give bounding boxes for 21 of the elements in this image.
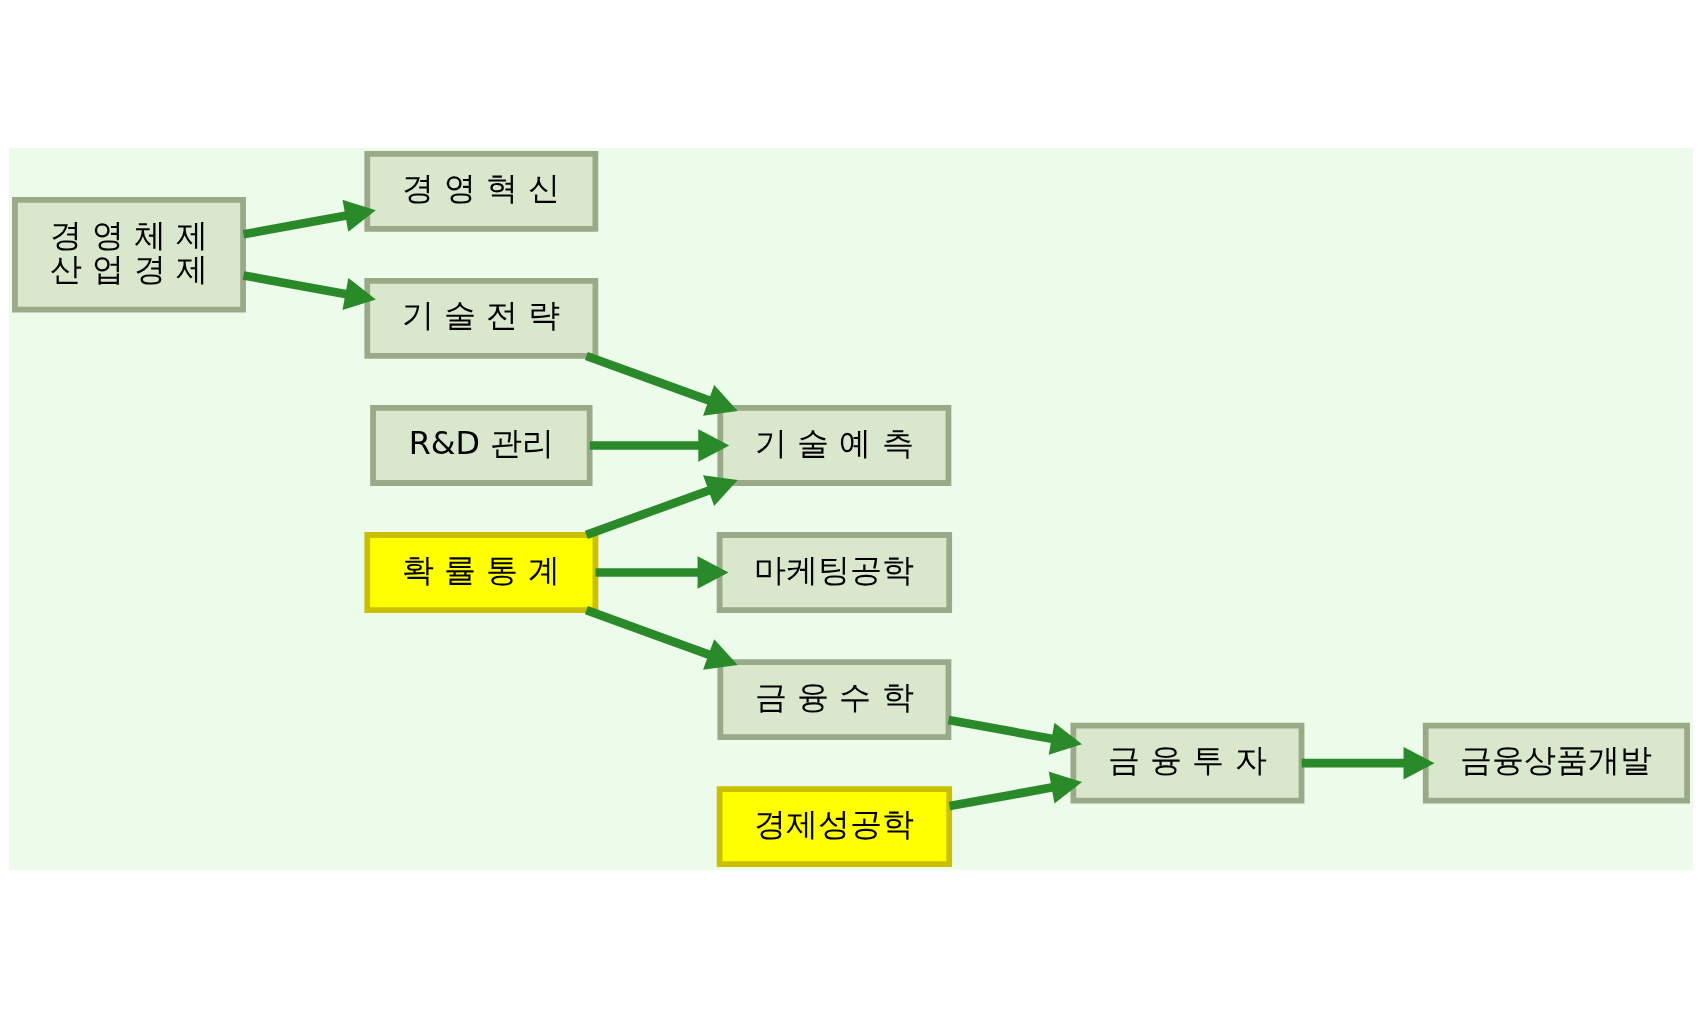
arrow (242, 199, 376, 239)
node-box: 금융상품개발 (1422, 722, 1690, 804)
node-box: R&D 관리 (370, 404, 593, 486)
node-box: 금 융 투 자 (1070, 722, 1305, 804)
node-box: 기 술 예 측 (717, 404, 952, 486)
arrow (595, 555, 729, 589)
arrow (1301, 746, 1435, 779)
arrow (242, 270, 376, 310)
node-box: 기 술 전 략 (364, 277, 599, 359)
arrow (584, 351, 738, 416)
arrow (584, 474, 738, 539)
arrow (947, 715, 1083, 755)
arrow (589, 428, 730, 462)
arrow (948, 771, 1083, 810)
arrow (584, 605, 738, 670)
node-box: 확 률 통 계 (364, 531, 599, 613)
node-box: 경 영 혁 신 (364, 150, 599, 232)
node-box: 경 영 체 제 산 업 경 제 (12, 196, 246, 313)
node-box: 금 융 수 학 (717, 658, 952, 740)
node-box: 경제성공학 (716, 785, 953, 867)
node-box: 마케팅공학 (716, 531, 953, 613)
